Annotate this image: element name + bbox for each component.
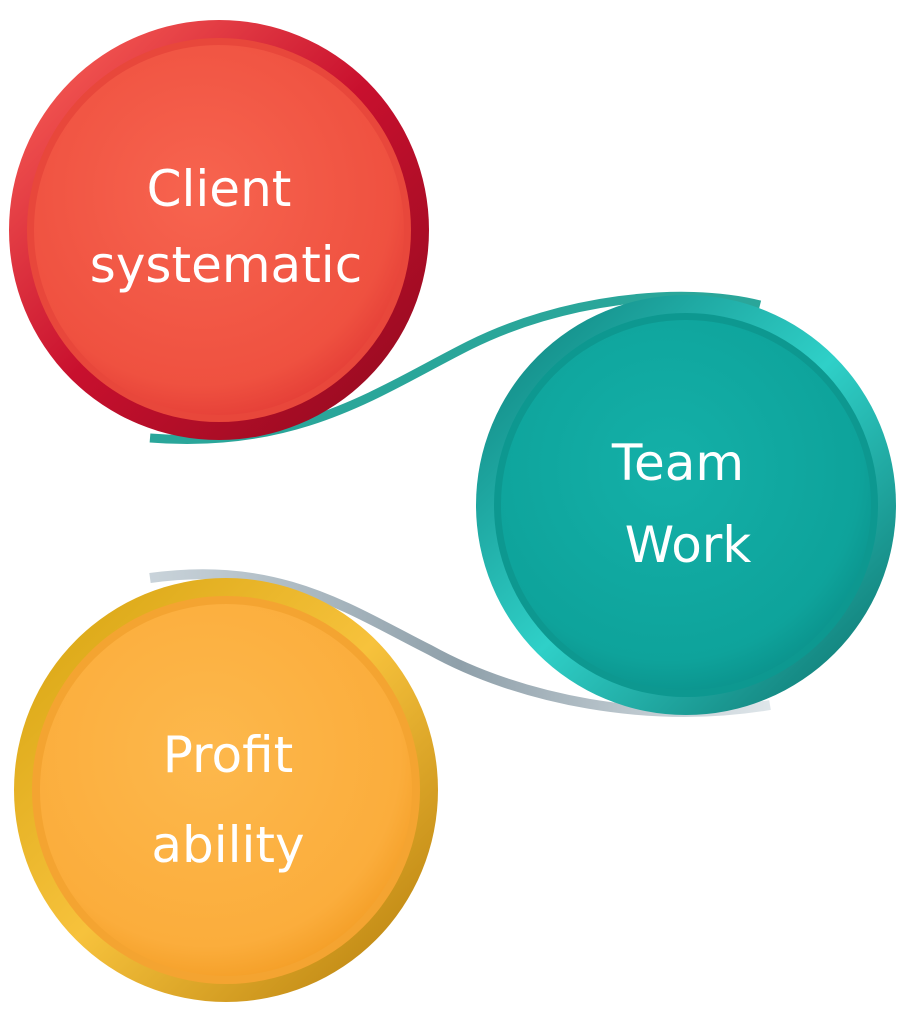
client-label-line1: Client xyxy=(147,160,292,218)
profit-label-line1: Profit xyxy=(163,726,293,784)
team-label-line2: Work xyxy=(625,516,752,574)
circle-client-systematic: Client systematic xyxy=(9,20,429,440)
circle-team-work: Team Work xyxy=(476,295,896,715)
client-label-line2: systematic xyxy=(90,236,362,294)
team-label-line1: Team xyxy=(611,434,744,492)
profit-label-line2: ability xyxy=(151,816,304,874)
circle-profitability: Profit ability xyxy=(14,578,438,1002)
